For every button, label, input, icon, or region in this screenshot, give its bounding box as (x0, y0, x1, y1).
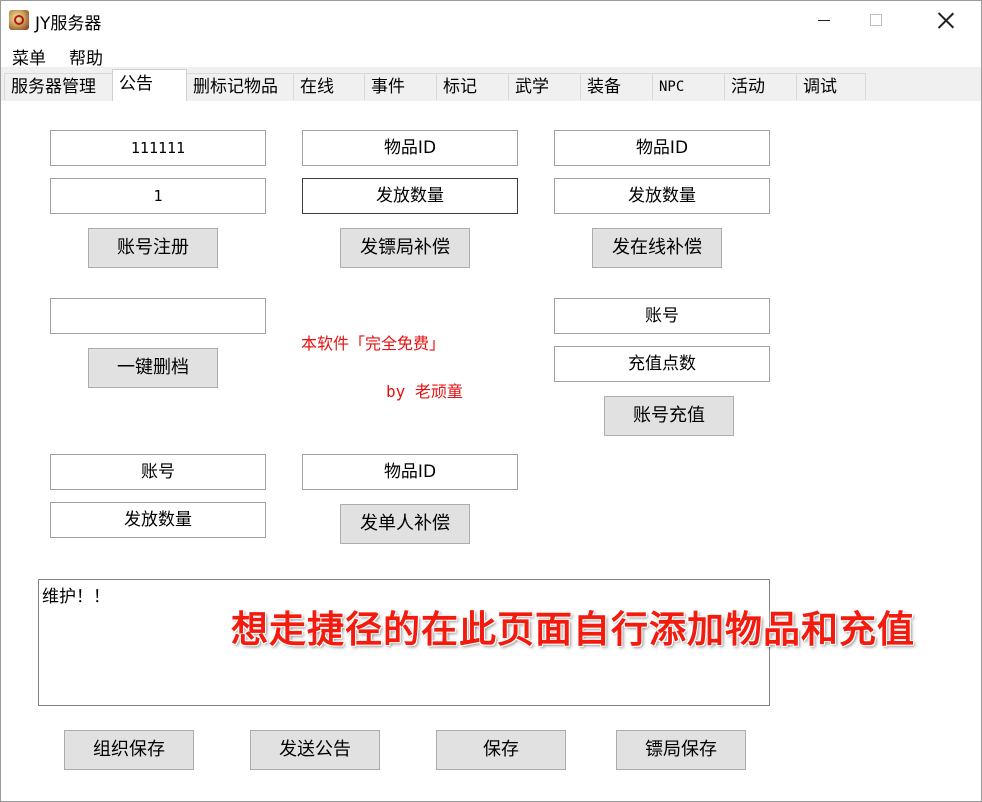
title-bar: JY服务器 (1, 1, 981, 39)
minimize-button[interactable] (801, 1, 847, 39)
author-credit: by 老顽童 (386, 382, 463, 401)
one-click-wipe-button[interactable]: 一键删档 (88, 348, 218, 388)
maximize-button[interactable] (853, 1, 899, 39)
tab-debug[interactable]: 调试 (796, 73, 866, 100)
tab-online[interactable]: 在线 (293, 73, 365, 100)
tab-martial-arts[interactable]: 武学 (508, 73, 581, 100)
announcement-panel: 111111 1 账号注册 物品ID 发放数量 发镖局补偿 物品ID 发放数量 … (1, 101, 981, 801)
tab-equipment[interactable]: 装备 (580, 73, 653, 100)
org-save-button[interactable]: 组织保存 (64, 730, 194, 770)
close-icon (938, 12, 954, 28)
tab-activities[interactable]: 活动 (724, 73, 797, 100)
single-item-id-field[interactable]: 物品ID (302, 454, 518, 490)
escort-item-id-field[interactable]: 物品ID (302, 130, 518, 166)
escort-save-button[interactable]: 镖局保存 (616, 730, 746, 770)
escort-compensation-button[interactable]: 发镖局补偿 (340, 228, 470, 268)
online-item-id-field[interactable]: 物品ID (554, 130, 770, 166)
account-register-field[interactable]: 111111 (50, 130, 266, 166)
app-logo-icon (9, 10, 29, 30)
tab-delete-marked-items[interactable]: 删标记物品 (186, 73, 294, 100)
single-quantity-field[interactable]: 发放数量 (50, 502, 266, 538)
single-compensation-button[interactable]: 发单人补偿 (340, 504, 470, 544)
overlay-caption: 想走捷径的在此页面自行添加物品和充值 (231, 608, 915, 651)
menu-bar: 菜单 帮助 (1, 41, 981, 69)
window-title: JY服务器 (35, 14, 102, 34)
escort-quantity-field[interactable]: 发放数量 (302, 178, 518, 214)
menu-item-help[interactable]: 帮助 (69, 49, 103, 69)
close-button[interactable] (923, 1, 969, 39)
tab-marks[interactable]: 标记 (436, 73, 509, 100)
recharge-account-field[interactable]: 账号 (554, 298, 770, 334)
menu-item-menu[interactable]: 菜单 (12, 49, 46, 69)
maximize-icon (870, 14, 882, 26)
send-announcement-button[interactable]: 发送公告 (250, 730, 380, 770)
tab-strip: 服务器管理 公告 删标记物品 在线 事件 标记 武学 装备 NPC 活动 调试 (1, 67, 981, 102)
free-software-notice: 本软件「完全免费」 (301, 334, 446, 353)
account-recharge-button[interactable]: 账号充值 (604, 396, 734, 436)
recharge-points-field[interactable]: 充值点数 (554, 346, 770, 382)
minimize-icon (818, 19, 830, 21)
single-account-field[interactable]: 账号 (50, 454, 266, 490)
online-compensation-button[interactable]: 发在线补偿 (592, 228, 722, 268)
announcement-textarea[interactable]: 维护！！ (38, 579, 770, 706)
tab-announcement[interactable]: 公告 (112, 69, 187, 101)
online-quantity-field[interactable]: 发放数量 (554, 178, 770, 214)
tab-npc[interactable]: NPC (652, 73, 725, 100)
save-button[interactable]: 保存 (436, 730, 566, 770)
tab-server-management[interactable]: 服务器管理 (4, 73, 113, 100)
wipe-field[interactable] (50, 298, 266, 334)
tab-events[interactable]: 事件 (364, 73, 437, 100)
account-register-button[interactable]: 账号注册 (88, 228, 218, 268)
account-register-count-field[interactable]: 1 (50, 178, 266, 214)
